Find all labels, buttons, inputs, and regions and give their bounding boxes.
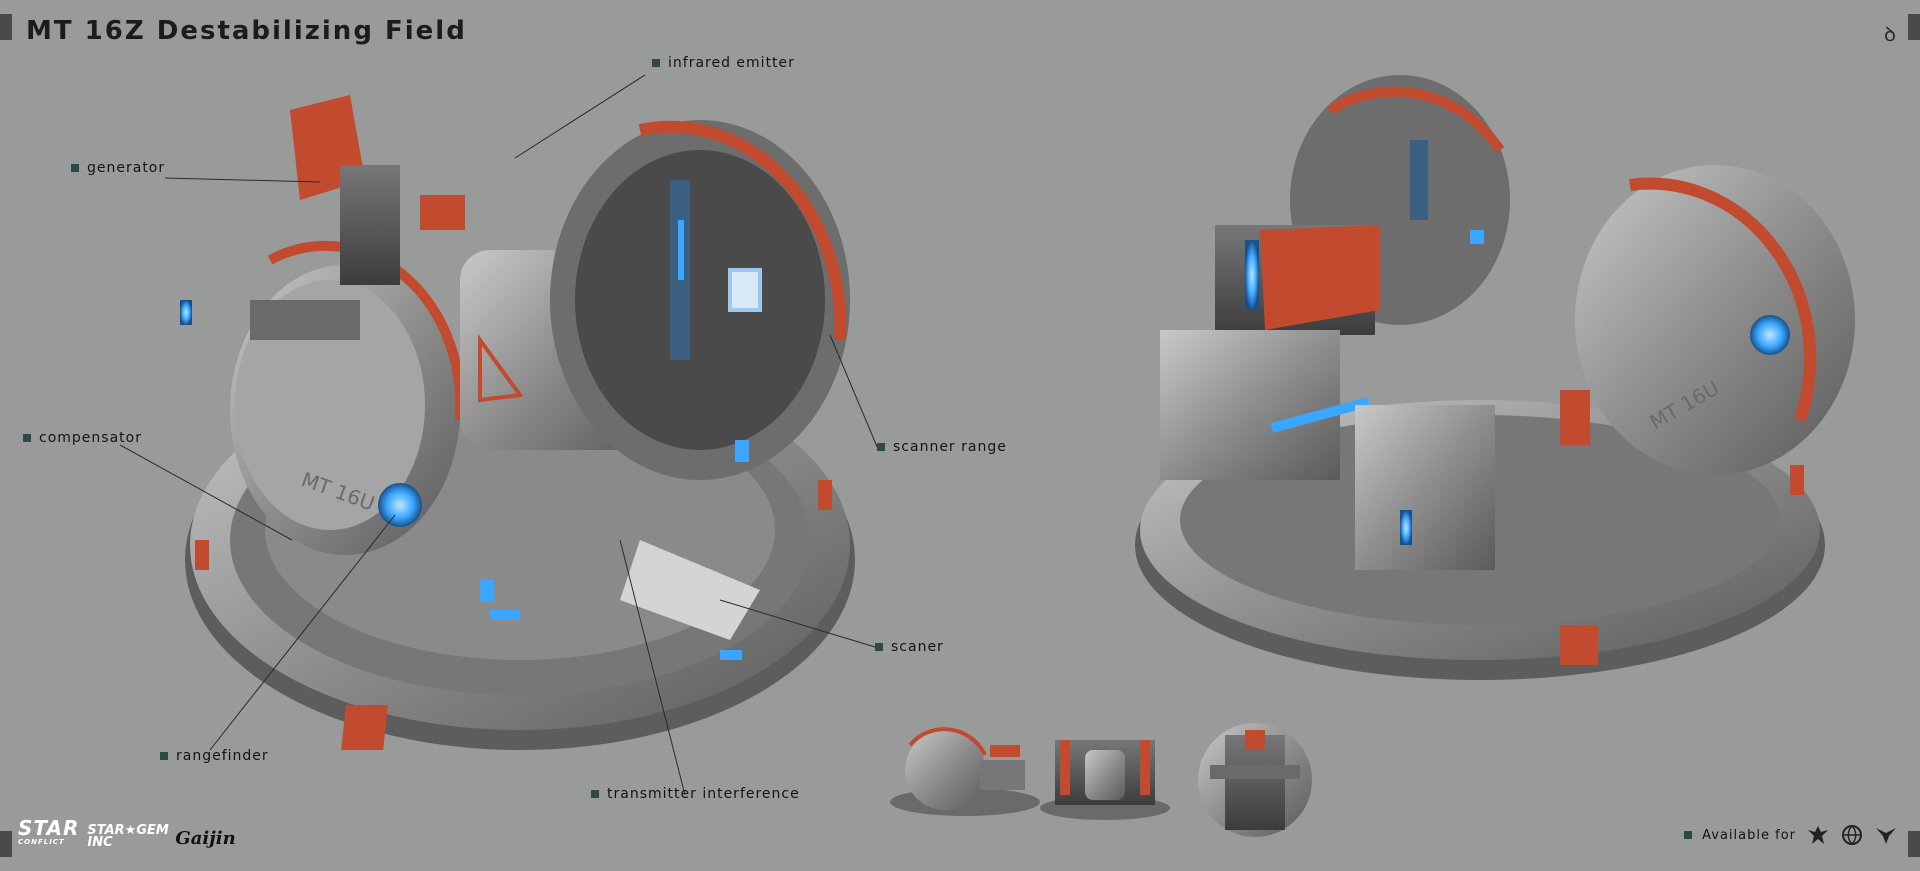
callout-label: scanner range bbox=[893, 439, 1007, 455]
callout-label: transmitter interference bbox=[607, 786, 800, 802]
callout-marker bbox=[877, 443, 885, 451]
corner-mark-bottom-left bbox=[0, 831, 12, 857]
callout-generator: generator bbox=[71, 160, 165, 176]
globe-icon bbox=[1842, 825, 1862, 846]
callout-marker bbox=[23, 434, 31, 442]
footer-logos: STAR CONFLICT STAR★GEM INC Gaijin bbox=[18, 816, 236, 850]
callout-marker bbox=[875, 643, 883, 651]
thumbnail-side-view bbox=[890, 727, 1040, 816]
callout-transmitter-interference: transmitter interference bbox=[591, 786, 800, 802]
page-title: MT 16Z Destabilizing Field bbox=[26, 16, 467, 46]
callout-label: compensator bbox=[39, 430, 142, 446]
leader-lines bbox=[119, 74, 879, 796]
gaijin-logo: Gaijin bbox=[175, 828, 236, 849]
callout-marker bbox=[71, 164, 79, 172]
star-conflict-logo: STAR CONFLICT bbox=[18, 816, 80, 846]
callout-marker bbox=[652, 59, 660, 67]
available-label: Available for bbox=[1702, 827, 1796, 843]
callout-label: rangefinder bbox=[176, 748, 269, 764]
studio-logo-icon: ꝺ bbox=[1884, 22, 1896, 46]
callout-marker bbox=[591, 790, 599, 798]
callout-marker bbox=[160, 752, 168, 760]
thumbnail-front-view bbox=[1040, 740, 1170, 820]
eagle-icon bbox=[1808, 826, 1828, 844]
callout-label: scaner bbox=[891, 639, 944, 655]
callout-scaner: scaner bbox=[875, 639, 944, 655]
corner-mark-bottom-right bbox=[1908, 831, 1920, 857]
callout-rangefinder: rangefinder bbox=[160, 748, 269, 764]
callout-label: generator bbox=[87, 160, 166, 176]
left-view: MT 16U bbox=[180, 95, 855, 750]
corner-mark-top-right bbox=[1908, 14, 1920, 40]
thumbnail-top-view bbox=[1198, 723, 1312, 837]
available-marker bbox=[1684, 831, 1693, 839]
callout-scanner-range: scanner range bbox=[877, 439, 1007, 455]
stargem-logo: STAR★GEM INC bbox=[87, 823, 169, 850]
corner-mark-top-left bbox=[0, 14, 12, 40]
available-for: Available for bbox=[1684, 823, 1898, 847]
wing-icon bbox=[1876, 828, 1896, 844]
callout-infrared-emitter: infrared emitter bbox=[652, 55, 795, 71]
right-view: MT 16U bbox=[1135, 75, 1855, 680]
callout-compensator: compensator bbox=[23, 430, 142, 446]
callout-label: infrared emitter bbox=[668, 55, 795, 71]
